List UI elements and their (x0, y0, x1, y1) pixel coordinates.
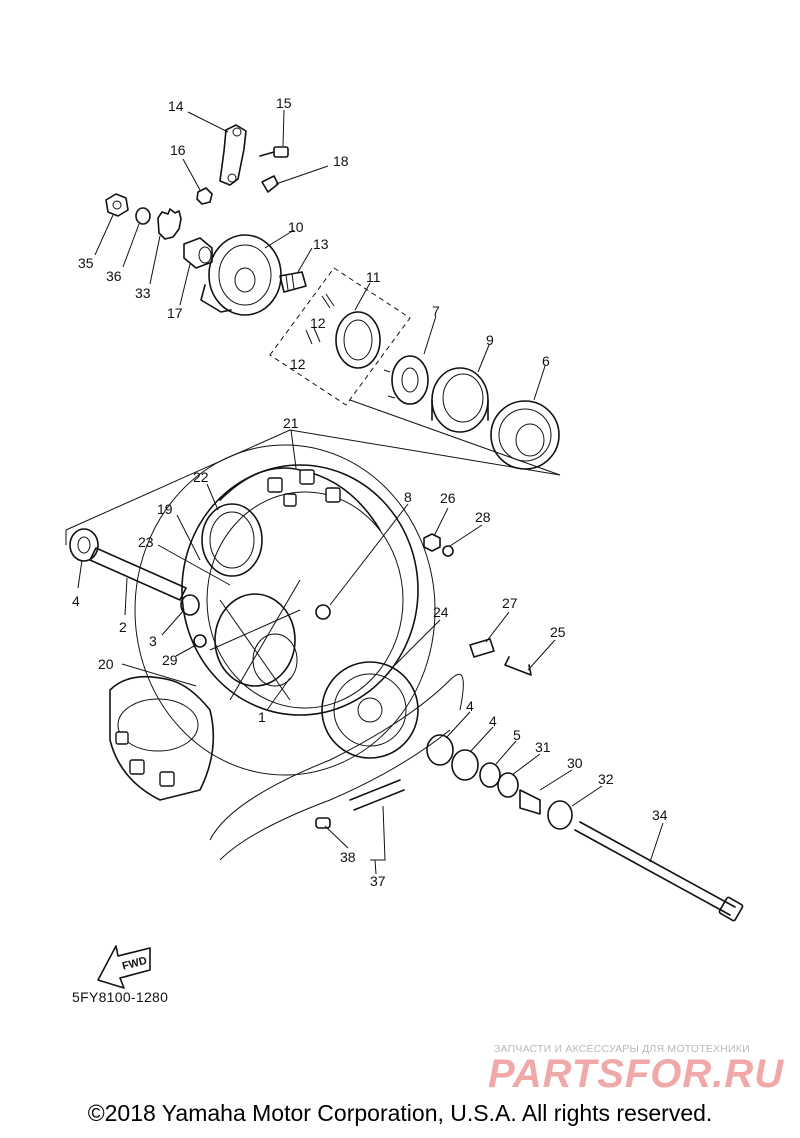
driven-sprocket-24 (321, 661, 419, 759)
wheel-hub (209, 579, 301, 701)
collar-3 (180, 594, 200, 616)
collar-30 (519, 789, 541, 815)
spacer-31 (497, 772, 519, 798)
collar-17 (183, 237, 213, 269)
callout-25: 25 (550, 624, 566, 640)
oil-seal-5 (479, 762, 501, 788)
callout-6: 6 (542, 353, 550, 369)
callout-18: 18 (333, 153, 349, 169)
brake-drum-cover-9 (431, 367, 489, 433)
watermark-brand: PARTSFOR.RU (488, 1052, 785, 1096)
callout-37: 37 (370, 873, 386, 889)
callout-4-left: 4 (72, 593, 80, 609)
callout-5: 5 (513, 727, 521, 743)
callout-30: 30 (567, 755, 583, 771)
callout-11: 11 (366, 269, 381, 285)
callout-34: 34 (652, 807, 668, 823)
callout-9: 9 (486, 332, 494, 348)
callout-7: 7 (432, 303, 440, 319)
assembly-frame-lines (65, 399, 561, 545)
callout-12b: 12 (290, 356, 306, 372)
callout-4-right-a: 4 (466, 698, 474, 714)
callout-26: 26 (440, 490, 456, 506)
brake-shoe-plate (200, 234, 282, 316)
callout-19: 19 (157, 501, 173, 517)
callout-13: 13 (313, 236, 329, 252)
nut-26 (423, 533, 441, 552)
bearing-4-right-b (451, 749, 479, 781)
brake-shoe-kit-box (269, 267, 411, 406)
callout-3: 3 (149, 633, 157, 649)
callout-38: 38 (340, 849, 356, 865)
callout-1: 1 (258, 709, 266, 725)
callout-labels: 14 15 16 18 10 13 35 36 33 17 11 12 12 7… (72, 95, 668, 889)
callout-23: 23 (138, 534, 154, 550)
watermark-tagline: ЗАПЧАСТИ И АКСЕССУАРЫ ДЛЯ МОТОТЕХНИКИ (494, 1043, 750, 1055)
leader-lines (77, 109, 664, 875)
callout-2: 2 (119, 619, 127, 635)
lever-indicator (261, 175, 279, 193)
callout-27: 27 (502, 595, 518, 611)
callout-15: 15 (276, 95, 292, 111)
callout-33: 33 (135, 285, 151, 301)
callout-14: 14 (168, 98, 184, 114)
brake-camshaft-lever (219, 124, 247, 186)
drive-chain (209, 673, 464, 861)
rim-lock-8 (315, 604, 331, 620)
callout-8: 8 (404, 489, 412, 505)
fwd-arrow-icon: FWD (97, 945, 151, 989)
rear-tire (109, 444, 436, 801)
callout-24: 24 (433, 604, 449, 620)
washer-28 (442, 545, 454, 557)
callout-21: 21 (283, 415, 299, 431)
bolt-25 (504, 656, 532, 676)
spacer-33 (157, 208, 182, 240)
hub-flange-7 (383, 355, 429, 405)
sprocket-32 (547, 800, 573, 830)
bolt-29 (193, 634, 207, 648)
cam-shaft-13 (279, 271, 307, 293)
callout-36: 36 (106, 268, 122, 284)
callout-17: 17 (167, 305, 183, 321)
chain-puller-27 (469, 638, 495, 658)
axle-nut (105, 193, 129, 217)
bearing-4-right-a (426, 734, 454, 766)
tube-22 (201, 503, 263, 577)
lever-bolt (259, 146, 289, 158)
callout-29: 29 (162, 652, 178, 668)
callout-4-right-b: 4 (489, 713, 497, 729)
callout-28: 28 (475, 509, 491, 525)
lever-nut (196, 187, 213, 205)
fwd-label: FWD (121, 955, 148, 973)
seal-6 (490, 400, 560, 470)
callout-22: 22 (193, 469, 209, 485)
callout-32: 32 (598, 771, 614, 787)
copyright-notice: ©2018 Yamaha Motor Corporation, U.S.A. A… (87, 1100, 713, 1126)
callout-12a: 12 (310, 315, 326, 331)
callout-16: 16 (170, 142, 186, 158)
spacer-2 (89, 547, 187, 601)
callout-31: 31 (535, 739, 551, 755)
diagram-code: 5FY8100-1280 (72, 989, 169, 1005)
callout-20: 20 (98, 656, 114, 672)
master-link-38 (315, 817, 331, 829)
bearing-4-left (69, 528, 99, 562)
rear-axle-34 (574, 821, 744, 922)
washer-36 (135, 207, 151, 225)
callout-35: 35 (78, 255, 94, 271)
callout-10: 10 (288, 219, 304, 235)
